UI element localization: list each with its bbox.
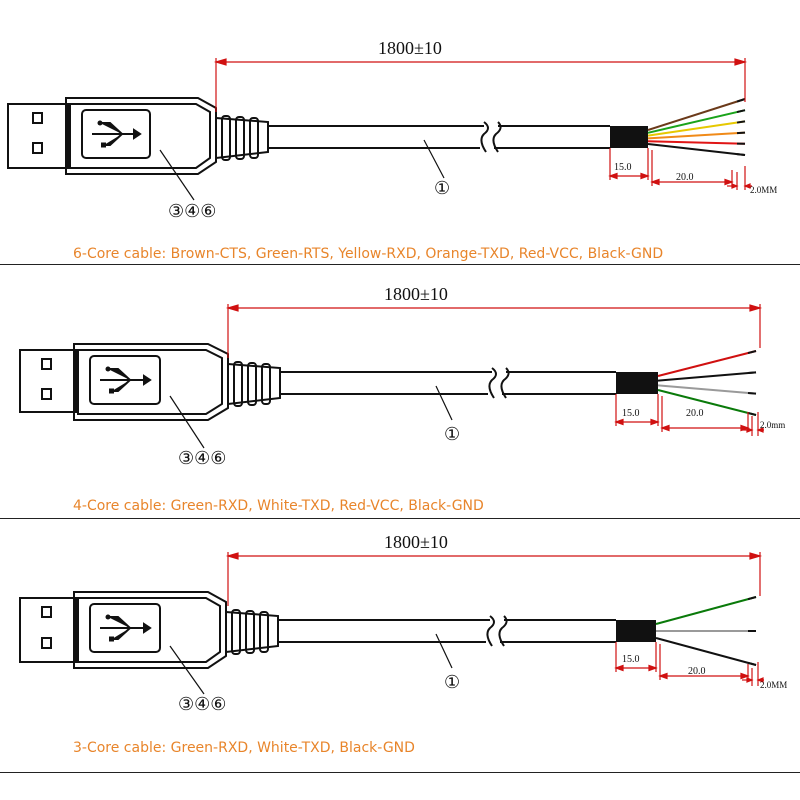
sleeve-dimension: [614, 394, 660, 426]
wire-tinned-tip: [747, 411, 757, 416]
sleeve-dimension: [608, 148, 650, 180]
wire: [657, 389, 757, 416]
cable: [268, 121, 610, 153]
cable-drawing-3-core: 1800±10 15.0 20.0 2.0MM ① ③④: [19, 532, 787, 714]
tin-length-label: 2.0MM: [750, 185, 777, 195]
strain-relief: [215, 115, 269, 161]
wire: [657, 371, 757, 382]
wire-group: [657, 350, 757, 416]
wire: [647, 98, 746, 131]
tin-length-label: 2.0mm: [760, 420, 785, 430]
wire-tinned-tip: [747, 596, 757, 601]
cable-caption: 3-Core cable: Green-RXD, White-TXD, Blac…: [73, 740, 415, 756]
parts-label: ③④⑥: [168, 201, 216, 221]
length-label: 1800±10: [384, 532, 448, 552]
wire: [657, 350, 757, 377]
strip-length-label: 20.0: [688, 666, 706, 677]
wire: [657, 384, 757, 395]
heat-shrink-sleeve: [616, 372, 658, 394]
wire-tinned-tip: [747, 350, 757, 355]
callout-label: ①: [444, 424, 460, 444]
strip-dimension: [650, 150, 734, 186]
sleeve-length-label: 15.0: [614, 162, 632, 173]
wire: [647, 143, 746, 156]
divider: [0, 264, 800, 265]
wire-tinned-tip: [747, 661, 757, 666]
wire: [647, 109, 746, 134]
divider: [0, 518, 800, 519]
usb-logo-icon: [89, 355, 161, 405]
length-dimension: [213, 58, 748, 112]
tin-dimension: [727, 166, 752, 190]
strain-relief: [227, 361, 281, 407]
wire: [647, 131, 746, 140]
heat-shrink-sleeve: [610, 126, 648, 148]
usb-plug: [19, 349, 77, 413]
wire-tinned-tip: [747, 371, 757, 375]
connector-body: [73, 591, 227, 669]
panel-4-core: 1800±10 15.0 20.0 2.0mm ① ③④: [0, 266, 800, 526]
tin-dimension: [742, 412, 764, 436]
callout-label: ①: [444, 672, 460, 692]
wire: [647, 140, 746, 145]
heat-shrink-sleeve: [616, 620, 656, 642]
cable-caption: 6-Core cable: Brown-CTS, Green-RTS, Yell…: [73, 246, 664, 262]
cable: [280, 367, 616, 399]
wire-group: [655, 596, 757, 666]
wire-tinned-tip: [736, 153, 746, 156]
wire: [655, 637, 757, 666]
usb-plug: [7, 103, 69, 169]
parts-label: ③④⑥: [178, 448, 226, 468]
cable: [278, 615, 616, 647]
wire-tinned-tip: [736, 109, 746, 114]
panel-3-core: 1800±10 15.0 20.0 2.0MM ① ③④: [0, 522, 800, 782]
strip-length-label: 20.0: [676, 172, 694, 183]
usb-plug: [19, 597, 77, 663]
usb-logo-icon: [89, 603, 161, 653]
connector-body: [73, 343, 229, 421]
cable-drawing-4-core: 1800±10 15.0 20.0 2.0mm ① ③④: [19, 284, 785, 468]
strip-dimension: [660, 396, 750, 432]
cable-caption: 4-Core cable: Green-RXD, White-TXD, Red-…: [73, 498, 484, 514]
wire-tinned-tip: [747, 391, 757, 395]
sleeve-dimension: [614, 642, 658, 672]
cable-drawing-6-core: 1800±10 15.0 20.0 2.0MM: [7, 38, 777, 221]
sleeve-length-label: 15.0: [622, 654, 640, 665]
divider: [0, 772, 800, 773]
length-label: 1800±10: [378, 38, 442, 58]
wire: [647, 120, 746, 137]
panel-6-core: 1800±10 15.0 20.0 2.0MM: [0, 0, 800, 262]
tin-dimension: [742, 662, 764, 686]
wire: [655, 596, 757, 625]
length-label: 1800±10: [384, 284, 448, 304]
strip-dimension: [658, 644, 750, 680]
parts-label: ③④⑥: [178, 694, 226, 714]
wire-tinned-tip: [736, 120, 746, 124]
strain-relief: [225, 609, 279, 655]
strip-length-label: 20.0: [686, 408, 704, 419]
connector-body: [65, 97, 217, 175]
tin-length-label: 2.0MM: [760, 680, 787, 690]
usb-logo-icon: [81, 109, 151, 159]
length-dimension: [225, 552, 763, 606]
wire-group: [647, 98, 746, 156]
length-dimension: [225, 304, 763, 358]
callout-label: ①: [434, 178, 450, 198]
sleeve-length-label: 15.0: [622, 408, 640, 419]
wire-tinned-tip: [736, 98, 746, 103]
